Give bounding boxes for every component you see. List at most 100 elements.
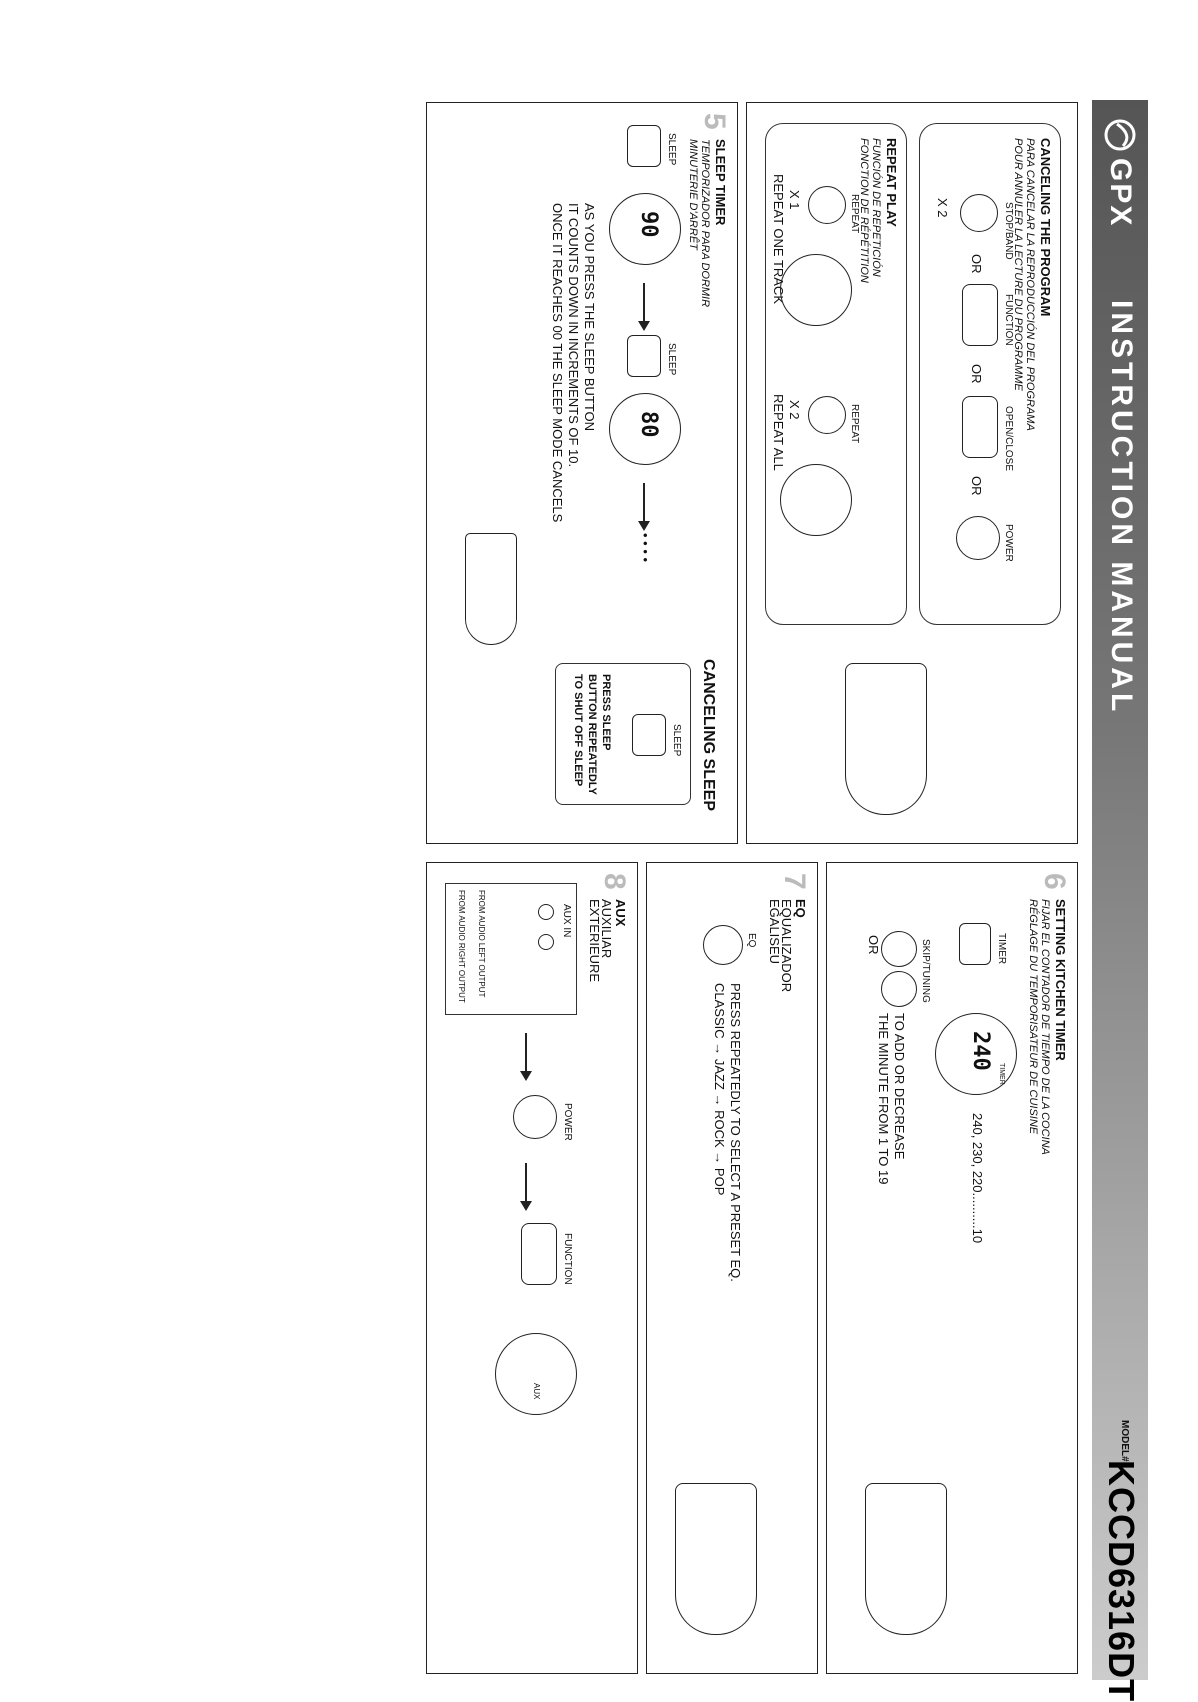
- sleep-fr: MINUTERIE D'ARRÊT: [687, 139, 699, 250]
- open-close-button[interactable]: [962, 396, 998, 458]
- or-2: OR: [969, 364, 984, 384]
- aux-function-button[interactable]: [521, 1223, 557, 1285]
- times-x2: X 2: [935, 198, 950, 218]
- eq-fr: EGALISEU: [767, 899, 782, 965]
- repeat-button-1[interactable]: [808, 186, 846, 224]
- sleep-button-1[interactable]: [627, 125, 661, 167]
- cancel-sleep-box: SLEEP PRESS SLEEP BUTTON REPEATEDLY TO S…: [555, 663, 691, 805]
- box-repeat: REPEAT PLAY FUNCIÓN DE REPETICIÓN FONCTI…: [765, 123, 907, 625]
- box-cancel-program: CANCELING THE PROGRAM PARA CANCELAR LA R…: [919, 123, 1061, 625]
- sleep-label-1: SLEEP: [666, 133, 677, 166]
- function-button[interactable]: [962, 284, 998, 346]
- kitchen-desc-1: TO ADD OR DECREASE: [892, 1013, 907, 1160]
- continue-dots: • • • •: [638, 533, 653, 563]
- panel-eq: 7 EQ EQUALIZADOR EGALISEU EQ PRESS REPEA…: [646, 862, 818, 1674]
- remote-illustration-3: [865, 1483, 947, 1635]
- eq-button[interactable]: [703, 925, 743, 965]
- eq-title: EQ: [793, 899, 808, 918]
- power-label: POWER: [1003, 524, 1014, 562]
- aux-title: AUX: [613, 899, 628, 927]
- aux-jack-label: AUX IN: [561, 904, 572, 938]
- panel-kitchen-timer: 6 SETTING KITCHEN TIMER FIJAR EL CONTADO…: [826, 862, 1078, 1674]
- timer-display-value: 240: [968, 1031, 993, 1071]
- display-repeat-one: [780, 254, 852, 326]
- sleep-title: SLEEP TIMER: [713, 139, 728, 226]
- aux-display: [495, 1333, 577, 1415]
- sleep-button-2[interactable]: [627, 335, 661, 377]
- panel-program-repeat: CANCELING THE PROGRAM PARA CANCELAR LA R…: [746, 102, 1078, 844]
- aux-fr: EXTERIEURE: [587, 899, 602, 983]
- repeat-x2: X 2: [787, 400, 802, 420]
- sleep-number: 5: [698, 113, 731, 130]
- cancel-sleep-1: PRESS SLEEP: [600, 674, 612, 751]
- timer-sequence: 240, 230, 220..........10: [970, 1113, 985, 1244]
- skip-or: OR: [866, 935, 881, 955]
- skip-forward-button[interactable]: [881, 971, 917, 1007]
- stop-button[interactable]: [960, 194, 998, 232]
- aux-number: 8: [598, 873, 631, 890]
- cancel-sleep-3: TO SHUT OFF SLEEP: [572, 674, 584, 787]
- aux-from-left: FROM AUDIO LEFT OUTPUT: [477, 890, 486, 998]
- repeat-label-1: REPEAT: [849, 194, 860, 234]
- arrow-right-icon: [643, 283, 645, 323]
- aux-jack-left: [538, 904, 554, 920]
- model-prefix: MODEL#: [1119, 1420, 1130, 1462]
- aux-power-button[interactable]: [513, 1095, 557, 1139]
- sleep-display-2-value: 80: [636, 411, 661, 438]
- power-button[interactable]: [956, 516, 1000, 560]
- sleep-desc-3: ONCE IT REACHES 00 THE SLEEP MODE CANCEL…: [550, 203, 565, 523]
- aux-jack-diagram: AUX IN FROM AUDIO LEFT OUTPUT FROM AUDIO…: [445, 883, 577, 1015]
- repeat-x1: X 1: [787, 190, 802, 210]
- sleep-label-3: SLEEP: [671, 724, 682, 757]
- brand-name: GPX: [1104, 158, 1137, 228]
- kitchen-desc-2: THE MINUTE FROM 1 TO 19: [876, 1013, 891, 1185]
- eq-label: EQ: [746, 933, 757, 948]
- eq-desc-2: CLASSIC → JAZZ → ROCK → POP: [712, 983, 727, 1196]
- sleep-desc-2: IT COUNTS DOWN IN INCREMENTS OF 10.: [566, 203, 581, 468]
- cancel-title: CANCELING THE PROGRAM: [1038, 138, 1053, 317]
- timer-button[interactable]: [959, 923, 991, 965]
- canceling-sleep-title: CANCELING SLEEP: [700, 659, 717, 812]
- kitchen-fr: RÉGLAGE DU TEMPORISATEUR DE CUISINE: [1027, 899, 1039, 1135]
- remote-illustration-1: [845, 663, 927, 815]
- display-repeat-all: [780, 464, 852, 536]
- arrow-right-icon-4: [525, 1163, 527, 1203]
- gpx-swirl-icon: [1104, 119, 1136, 151]
- remote-illustration-4: [675, 1483, 757, 1635]
- repeat-label-2: REPEAT: [849, 404, 860, 444]
- aux-from-right: FROM AUDIO RIGHT OUTPUT: [457, 890, 466, 1003]
- panel-aux: 8 AUX AUXILIAR EXTERIEURE AUX IN FROM AU…: [426, 862, 638, 1674]
- aux-display-value: AUX: [532, 1383, 541, 1400]
- skip-label: SKIP/TUNING: [920, 939, 931, 1003]
- manual-title: INSTRUCTION MANUAL: [1105, 300, 1138, 716]
- cancel-fr: POUR ANNULER LA LECTURE DU PROGRAMME: [1012, 138, 1024, 391]
- eq-desc-1: PRESS REPEATEDLY TO SELECT A PRESET EQ.: [728, 983, 743, 1282]
- remote-illustration-2: [465, 533, 517, 645]
- sleep-label-2: SLEEP: [666, 343, 677, 376]
- timer-display-label: TIMER: [998, 1063, 1005, 1085]
- open-label: OPEN/CLOSE: [1003, 406, 1014, 472]
- or-3: OR: [969, 476, 984, 496]
- aux-power-label: POWER: [562, 1103, 573, 1141]
- kitchen-title: SETTING KITCHEN TIMER: [1053, 899, 1068, 1061]
- timer-label: TIMER: [996, 933, 1007, 965]
- model-number: KCCD6316DT: [1101, 1460, 1142, 1702]
- brand-logo: GPX: [1098, 118, 1142, 227]
- cancel-sleep-2: BUTTON REPEATEDLY: [586, 674, 598, 795]
- aux-function-label: FUNCTION: [562, 1233, 573, 1285]
- sleep-button-3[interactable]: [632, 714, 666, 756]
- stop-label: STOP/BAND: [1003, 202, 1014, 260]
- repeat-title: REPEAT PLAY: [884, 138, 899, 227]
- repeat-button-2[interactable]: [808, 396, 846, 434]
- repeat-all-text: REPEAT ALL: [771, 394, 786, 471]
- sleep-display-1-value: 90: [636, 211, 661, 238]
- kitchen-number: 6: [1038, 873, 1071, 890]
- arrow-right-icon-3: [525, 1033, 527, 1073]
- arrow-right-icon-2: [643, 483, 645, 523]
- aux-jack-right: [538, 934, 554, 950]
- function-label: FUNCTION: [1003, 294, 1014, 346]
- sleep-desc-1: AS YOU PRESS THE SLEEP BUTTON: [582, 203, 597, 432]
- skip-back-button[interactable]: [881, 931, 917, 967]
